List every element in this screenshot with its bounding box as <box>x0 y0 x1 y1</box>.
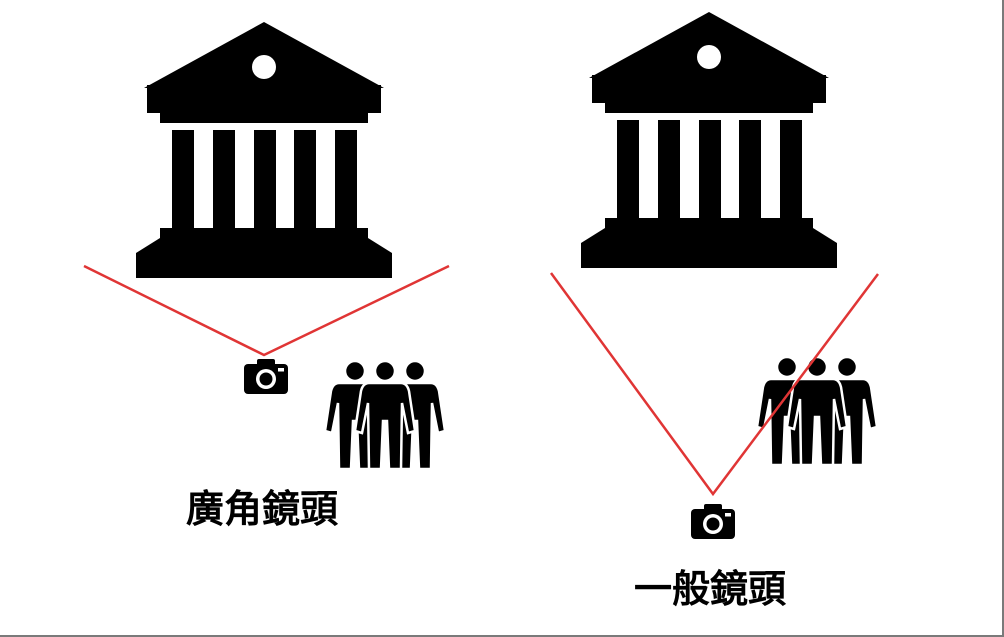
wide-angle-lens-label: 廣角鏡頭 <box>186 487 339 531</box>
museum-building-icon <box>136 22 392 278</box>
camera-icon <box>244 359 288 394</box>
wide-angle-field-of-view <box>83 264 450 357</box>
standard-lens-label: 一般鏡頭 <box>634 567 787 611</box>
museum-building-icon <box>581 12 837 268</box>
camera-icon <box>691 504 735 539</box>
group-of-people-icon <box>325 361 445 469</box>
standard-field-of-view <box>549 272 879 497</box>
